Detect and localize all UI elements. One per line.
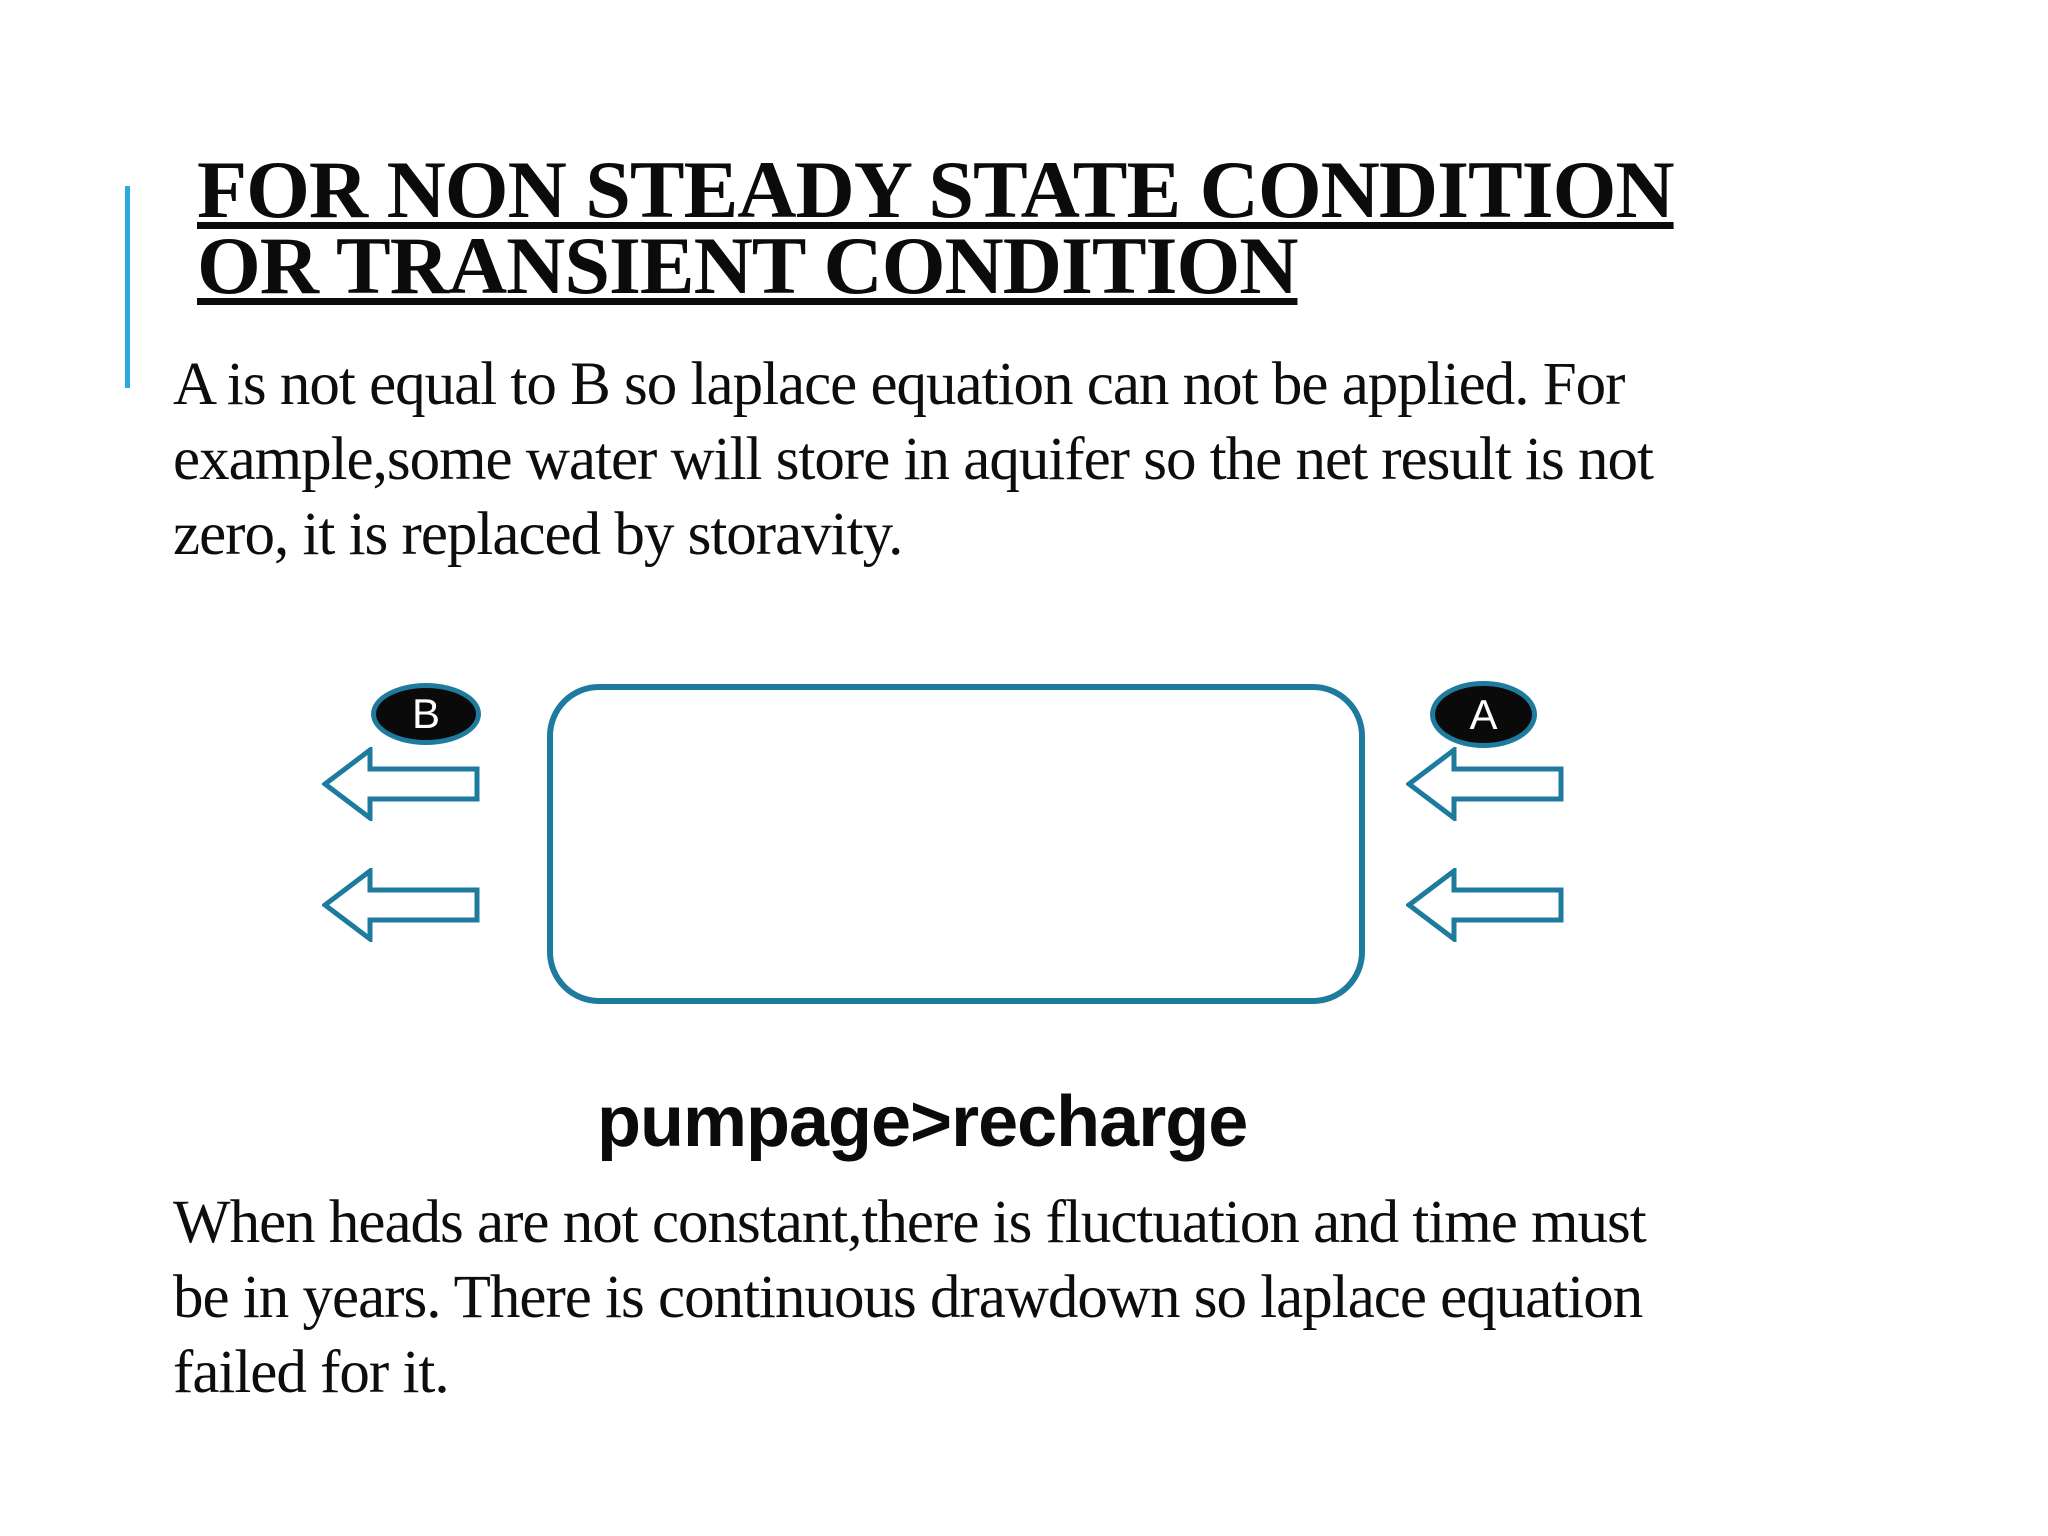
right-arrow-top-icon: [1406, 747, 1564, 821]
title-accent-bar: [125, 186, 130, 388]
label-a-text: A: [1469, 690, 1498, 738]
paragraph-bottom: When heads are not constant,there is flu…: [173, 1185, 1647, 1410]
left-arrow-bottom-icon: [322, 868, 480, 942]
title-line-2-text: OR TRANSIENT CONDITION: [197, 220, 1298, 311]
paragraph-bottom-line-2: be in years. There is continuous drawdow…: [173, 1264, 1643, 1331]
title-line-1: FOR NON STEADY STATE CONDITION: [197, 149, 1675, 231]
left-arrow-top-icon: [322, 747, 480, 821]
paragraph-bottom-line-1: When heads are not constant,there is flu…: [173, 1189, 1647, 1256]
title-line-2: OR TRANSIENT CONDITION: [197, 225, 1674, 307]
label-b-ellipse: B: [371, 683, 481, 745]
diagram-caption: pumpage>recharge: [597, 1082, 1248, 1162]
right-arrow-bottom-icon: [1406, 868, 1564, 942]
title-line-1-text: FOR NON STEADY STATE CONDITION: [197, 144, 1675, 235]
label-a-ellipse: A: [1430, 681, 1537, 748]
slide-title: FOR NON STEADY STATE CONDITION OR TRANSI…: [197, 149, 1675, 307]
paragraph-bottom-line-3: failed for it.: [173, 1339, 450, 1406]
paragraph-top-line-3: zero, it is replaced by storavity.: [173, 501, 903, 568]
paragraph-top-line-2: example,some water will store in aquifer…: [173, 426, 1654, 493]
label-b-text: B: [411, 690, 440, 737]
aquifer-box: [547, 684, 1365, 1004]
paragraph-top-line-1: A is not equal to B so laplace equation …: [173, 351, 1625, 418]
paragraph-top: A is not equal to B so laplace equation …: [173, 347, 1654, 572]
